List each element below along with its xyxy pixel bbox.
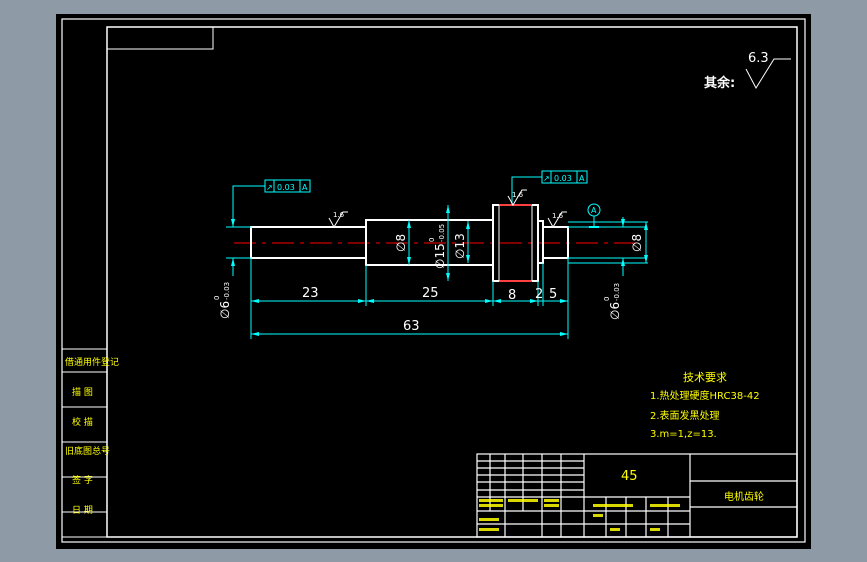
roughness-mark-2: 1.6 bbox=[507, 189, 527, 206]
tol-right-symbol: ↗ bbox=[543, 174, 550, 183]
side-row-3: 校 描 bbox=[72, 416, 93, 428]
dia-right-tol-lower: -0.03 bbox=[613, 283, 621, 301]
side-row-1: 借通用件登记 bbox=[65, 356, 119, 368]
tolerance-frame-right: ↗ 0.03 A bbox=[511, 170, 588, 205]
side-row-5: 签 字 bbox=[72, 474, 93, 486]
side-row-6: 日 期 bbox=[72, 505, 93, 516]
dia-13: ∅13 bbox=[453, 233, 467, 259]
diameter-arrows bbox=[231, 205, 648, 281]
dia-15-tol-upper: 0 bbox=[428, 238, 436, 242]
length-dimension-lines bbox=[251, 300, 568, 335]
dia-15-tol-lower: -0.05 bbox=[438, 224, 446, 242]
tol-left-datum: A bbox=[302, 183, 308, 192]
outer-frame bbox=[61, 18, 806, 543]
tolerance-frame-left: ↗ 0.03 A bbox=[232, 179, 311, 204]
title-block bbox=[476, 453, 798, 538]
notes-line-1: 1.热处理硬度HRC38-42 bbox=[650, 389, 760, 402]
dia-8-b: ∅8 bbox=[630, 234, 644, 252]
svg-text:1.6: 1.6 bbox=[552, 212, 564, 220]
dia-right-tol-upper: 0 bbox=[603, 297, 611, 301]
dim-length-63: 63 bbox=[403, 319, 420, 334]
dia-left-tol-lower: -0.03 bbox=[223, 282, 231, 300]
side-row-2: 描 图 bbox=[72, 386, 93, 398]
dia-15: ∅15 bbox=[433, 243, 447, 269]
notes-line-3: 3.m=1,z=13. bbox=[650, 429, 717, 440]
dim-length-8: 8 bbox=[508, 288, 516, 303]
side-row-4: 旧底图总号 bbox=[65, 445, 110, 457]
technical-notes: 技术要求 1.热处理硬度HRC38-42 2.表面发黑处理 3.m=1,z=13… bbox=[650, 371, 760, 440]
datum-label: A bbox=[591, 206, 597, 215]
tol-right-value: 0.03 bbox=[554, 174, 572, 183]
roughness-symbol-general bbox=[745, 58, 791, 90]
dia-8-a: ∅8 bbox=[394, 234, 408, 252]
inner-frame bbox=[106, 26, 798, 538]
notes-title: 技术要求 bbox=[683, 371, 727, 384]
roughness-mark-3: 1.6 bbox=[547, 211, 567, 228]
tol-left-symbol: ↗ bbox=[266, 183, 273, 192]
notes-line-2: 2.表面发黑处理 bbox=[650, 409, 720, 422]
svg-text:1.6: 1.6 bbox=[333, 211, 345, 219]
dia-left: ∅6 bbox=[218, 301, 232, 319]
dim-length-5: 5 bbox=[549, 287, 557, 302]
dim-length-25: 25 bbox=[422, 286, 439, 301]
surface-label: 其余: bbox=[704, 75, 735, 91]
side-table: 借通用件登记 描 图 校 描 旧底图总号 签 字 日 期 bbox=[61, 348, 119, 538]
dim-length-23: 23 bbox=[302, 286, 319, 301]
surface-value: 6.3 bbox=[748, 51, 769, 66]
dim-length-2: 2 bbox=[535, 287, 543, 302]
drawing-canvas: 其余: 6.3 bbox=[61, 18, 806, 543]
tol-right-datum: A bbox=[579, 174, 585, 183]
extension-lines bbox=[226, 221, 648, 339]
top-left-box bbox=[107, 27, 214, 50]
roughness-mark-1: 1.6 bbox=[328, 211, 348, 228]
cad-viewport[interactable]: 其余: 6.3 bbox=[56, 14, 811, 549]
material-value: 45 bbox=[621, 469, 638, 484]
tol-left-value: 0.03 bbox=[277, 183, 295, 192]
dia-left-tol-upper: 0 bbox=[213, 296, 221, 300]
svg-text:1.6: 1.6 bbox=[512, 191, 524, 199]
title-block-small-labels bbox=[479, 499, 680, 531]
dimension-arrows bbox=[251, 299, 568, 336]
datum-marker: A bbox=[587, 203, 601, 228]
part-name: 电机齿轮 bbox=[724, 490, 764, 503]
dia-right: ∅6 bbox=[608, 302, 622, 320]
